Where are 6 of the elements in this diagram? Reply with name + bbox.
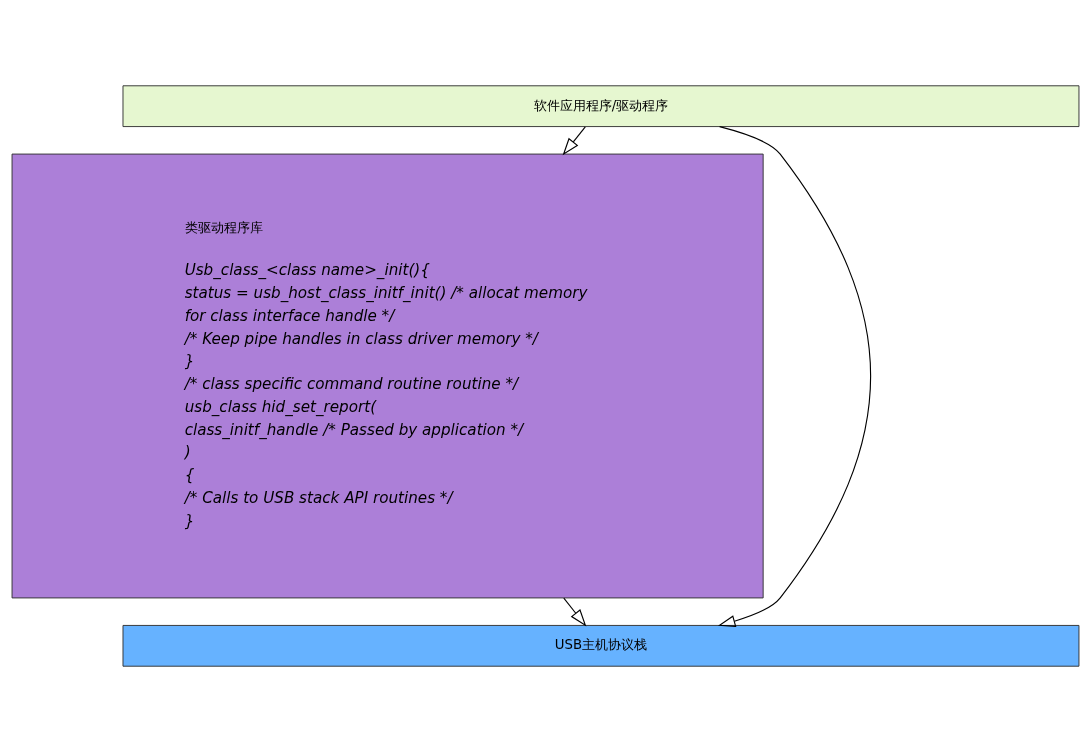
node-box: 软件应用程序/驱动程序 [122,85,1080,128]
node-box: 类驱动程序库 Usb_class_<class name>_init(){ status = usb_host_class_initf_init() /* allocat memory for class interface handle */ /* Keep pipe handles in class driver memory */ } /* class specific command routine routine */ usb_class hid_set_report( class_initf_handle /* Passed by application */ ) { /* Calls to USB stack API routines */ } [11,153,764,599]
arrow [563,597,587,627]
node-box: USB主机协议栈 [122,624,1080,667]
arrow [562,126,586,156]
arrow [717,126,872,628]
